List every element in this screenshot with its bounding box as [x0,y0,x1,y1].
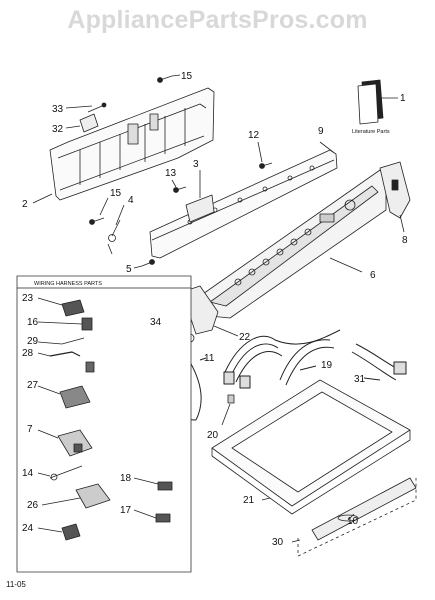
rear-panel [32,87,215,204]
callout-33: 33 [52,104,64,115]
callout-31: 31 [354,374,366,385]
bracket-32 [65,102,107,133]
callout-30: 30 [272,537,284,548]
callout-14: 14 [22,468,34,479]
callout-19: 19 [321,360,333,371]
console [197,169,387,319]
callout-27: 27 [27,380,39,391]
front-trim [291,477,417,557]
callout-15-side: 15 [110,188,122,199]
screw-5 [133,259,155,269]
callout-9: 9 [318,126,324,137]
callout-18: 18 [120,473,132,484]
callout-26: 26 [27,500,39,511]
literature-label: Literature Parts [352,129,390,135]
callout-17: 17 [120,505,132,516]
callout-1: 1 [400,93,406,104]
harness-title: WIRING HARNESS PARTS [34,281,102,287]
top-lid [211,379,411,515]
callout-28: 28 [22,348,34,359]
watermark: AppliancePartsPros.com [67,6,368,34]
screws-12-13 [171,141,273,193]
clip-4 [89,197,125,255]
callout-7: 7 [27,424,33,435]
callout-20: 20 [207,430,219,441]
date-code: 11-05 [6,580,26,589]
callout-21: 21 [243,495,255,506]
callout-11: 11 [204,353,215,364]
callout-6: 6 [370,270,376,281]
harness-19 [223,329,341,389]
callout-13: 13 [165,168,177,179]
bracket-3 [185,170,215,223]
callout-3: 3 [193,159,199,170]
screw-15-top [157,74,181,83]
callout-2: 2 [22,199,28,210]
literature-part [357,79,398,125]
callout-32: 32 [52,124,64,135]
switch-20 [221,394,235,426]
callout-8: 8 [402,235,408,246]
callout-16: 16 [27,317,39,328]
callout-29: 29 [27,336,39,347]
callout-23: 23 [22,293,34,304]
callout-24: 24 [22,523,34,534]
callout-15-top: 15 [181,71,193,82]
control-panel-rear [149,141,338,259]
callout-labels: 1 2 3 4 5 6 7 8 9 10 11 12 13 14 15 15 1… [22,71,408,548]
callout-10: 10 [347,516,359,527]
callout-12: 12 [248,130,260,141]
end-cap-right [379,161,411,233]
wiring-harness-panel [16,275,192,573]
callout-22: 22 [239,332,251,343]
callout-5: 5 [126,264,132,275]
harness-31 [351,343,407,381]
callout-4: 4 [128,195,134,206]
callout-34: 34 [150,317,162,328]
